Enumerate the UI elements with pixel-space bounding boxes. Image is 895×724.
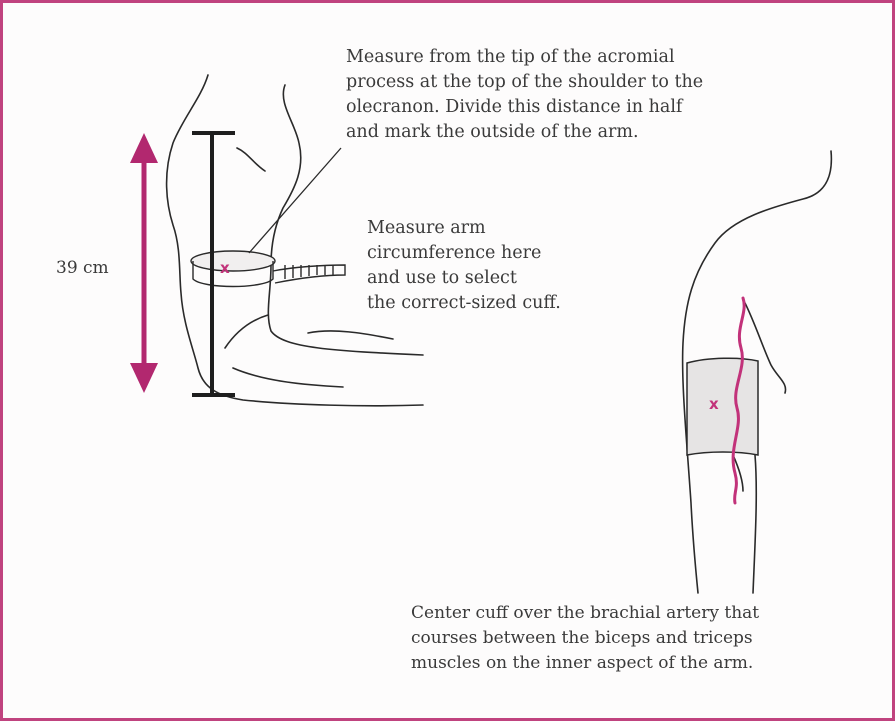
note-line: and use to select [367,266,561,291]
note-line: Center cuff over the brachial artery tha… [411,601,759,626]
cuff-center-note: Center cuff over the brachial artery tha… [411,601,759,676]
length-arrow [130,133,158,393]
acromial-measure-note: Measure from the tip of the acromial pro… [346,45,703,145]
note-line: Measure arm [367,216,561,241]
note-line: circumference here [367,241,561,266]
note-line: muscles on the inner aspect of the arm. [411,651,759,676]
cuff-center-x-mark: x [709,395,719,413]
arm-length-label: 39 cm [56,258,109,278]
circumference-note: Measure arm circumference here and use t… [367,216,561,316]
note-line: the correct-sized cuff. [367,291,561,316]
cuff [687,358,758,455]
tape-measure [191,251,345,287]
midpoint-x-mark: x [220,259,230,277]
note-line: process at the top of the shoulder to th… [346,70,703,95]
note-line: olecranon. Divide this distance in half [346,95,703,120]
note-line: courses between the biceps and triceps [411,626,759,651]
note-line: Measure from the tip of the acromial [346,45,703,70]
acromial-pointer-line [249,148,341,253]
note-line: and mark the outside of the arm. [346,120,703,145]
